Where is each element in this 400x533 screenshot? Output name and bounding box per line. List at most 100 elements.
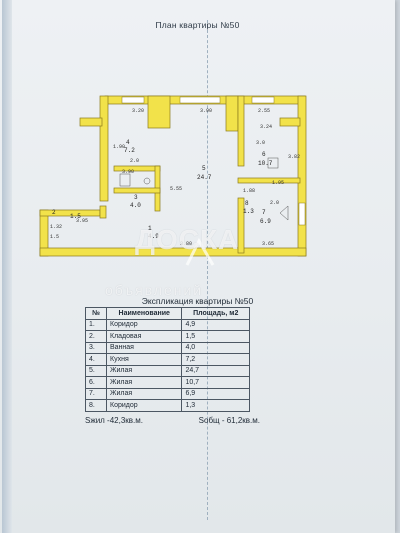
row-num: 7. (85, 387, 107, 400)
row-name: Коридор (105, 318, 183, 331)
dim-left-small: 1.32 (50, 224, 62, 230)
watermark-sub: объявлений (105, 282, 204, 298)
room-6-number: 6 (262, 151, 266, 158)
row-num: 3. (85, 341, 107, 354)
dim-room6-w: 3.0 (256, 140, 265, 146)
bathtub-fixture (119, 173, 131, 187)
window-2 (179, 96, 221, 104)
table-row: 7. Жилая 6,9 (85, 387, 250, 400)
row-name: Ванная (105, 341, 183, 354)
dim-left-room4: 1.90 (113, 144, 125, 150)
table-row: 2. Кладовая 1,5 (85, 330, 250, 343)
row-area: 4,0 (181, 341, 250, 354)
dim-top-c: 2.55 (258, 108, 270, 114)
wall-corridor-post (99, 205, 107, 219)
col-area-header: Площадь, м2 (181, 307, 250, 320)
dim-bottom-a: 3.95 (76, 218, 88, 224)
dim-room6-h: 3.82 (288, 154, 300, 160)
row-name: Кладовая (105, 330, 183, 343)
total-area: Sобщ - 61,2кв.м. (198, 416, 260, 425)
dim-room7-w: 2.0 (270, 200, 279, 206)
scan-edge (2, 0, 12, 533)
fold-line (207, 20, 208, 520)
row-area: 7,2 (181, 353, 250, 366)
window-3 (251, 96, 275, 104)
explication-table: № Наименование Площадь, м2 1. Коридор 4,… (85, 307, 250, 412)
row-area: 6,9 (181, 387, 250, 400)
table-row: 5. Жилая 24,7 (85, 364, 250, 377)
room-2-area: 1.5 (70, 213, 81, 220)
row-name: Жилая (105, 376, 183, 389)
row-area: 1,5 (181, 330, 250, 343)
room-4-area: 7.2 (124, 147, 135, 154)
room-8-area: 1.3 (243, 208, 254, 215)
row-name: Коридор (105, 399, 183, 412)
dim-bottom-c: 3.65 (262, 241, 274, 247)
table-row: 6. Жилая 10,7 (85, 376, 250, 389)
room-6-area: 10.7 (258, 160, 273, 167)
wall-partition-a (147, 95, 171, 129)
row-num: 8. (85, 399, 107, 412)
table-row: 4. Кухня 7,2 (85, 353, 250, 366)
wall-partition-d (279, 117, 301, 127)
table-row: 1. Коридор 4,9 (85, 318, 250, 331)
row-area: 24,7 (181, 364, 250, 377)
row-name: Кухня (105, 353, 183, 366)
row-num: 1. (85, 318, 107, 331)
plan-title: План квартиры №50 (155, 20, 240, 30)
col-name-header: Наименование (105, 307, 183, 320)
row-num: 2. (85, 330, 107, 343)
wall-left-upper (99, 95, 109, 202)
wall-bottom (39, 247, 307, 257)
table-row: 3. Ванная 4,0 (85, 341, 250, 354)
room-7-area: 6.9 (260, 218, 271, 225)
wall-partition-b (225, 95, 239, 132)
room-3-number: 3 (134, 194, 138, 201)
door-swing (279, 205, 289, 221)
room-7-number: 7 (262, 209, 266, 216)
row-area: 10,7 (181, 376, 250, 389)
sink-fixture (143, 177, 151, 185)
dim-top-b: 3.90 (200, 108, 212, 114)
room-4-number: 4 (126, 139, 130, 146)
room-2-number: 2 (52, 209, 56, 216)
row-num: 6. (85, 376, 107, 389)
watermark-logo-mark (185, 237, 215, 266)
room-1-area: 4.9 (148, 233, 159, 240)
wall-room4-bottom (113, 165, 161, 172)
dim-room7-b: 1.95 (272, 180, 284, 186)
dim-bottom-b: 3.80 (180, 241, 192, 247)
table-row: 8. Коридор 1,3 (85, 399, 250, 412)
dim-center-h: 5.55 (170, 186, 182, 192)
row-num: 5. (85, 364, 107, 377)
row-name: Жилая (105, 364, 183, 377)
room-1-number: 1 (148, 225, 152, 232)
col-num-header: № (85, 307, 107, 320)
room-5-area: 24.7 (197, 174, 212, 181)
window-1 (121, 96, 145, 104)
room-5-number: 5 (202, 165, 206, 172)
window-4 (298, 202, 306, 226)
floor-plan-drawing: 3.20 3.90 2.55 1.90 2.0 5.55 3.90 3.95 3… (39, 95, 307, 257)
row-name: Жилая (105, 387, 183, 400)
living-area: Sжил -42,3кв.м. (85, 416, 143, 425)
area-summary: Sжил -42,3кв.м. Sобщ - 61,2кв.м. (85, 416, 260, 425)
floor-plan: 3.20 3.90 2.55 1.90 2.0 5.55 3.90 3.95 3… (30, 88, 330, 268)
room-8-number: 8 (245, 200, 249, 207)
room-3-area: 4.0 (130, 202, 141, 209)
wall-partition-c (237, 95, 245, 167)
dim-top-a: 3.20 (132, 108, 144, 114)
closet-fixture (267, 157, 279, 169)
explication-title: Экспликация квартиры №50 (141, 296, 254, 306)
wall-left-notch (79, 117, 103, 127)
dim-room8: 1.88 (243, 188, 255, 194)
dim-left-small2: 1.5 (50, 234, 59, 240)
wall-room6-bottom (237, 177, 301, 184)
row-area: 1,3 (181, 399, 250, 412)
wall-room7-left (237, 197, 245, 254)
row-area: 4,9 (181, 318, 250, 331)
watermark-main: ДОСКА (135, 224, 240, 255)
table-header-row: № Наименование Площадь, м2 (85, 307, 250, 320)
dim-room6-sub: 3.24 (260, 124, 272, 130)
